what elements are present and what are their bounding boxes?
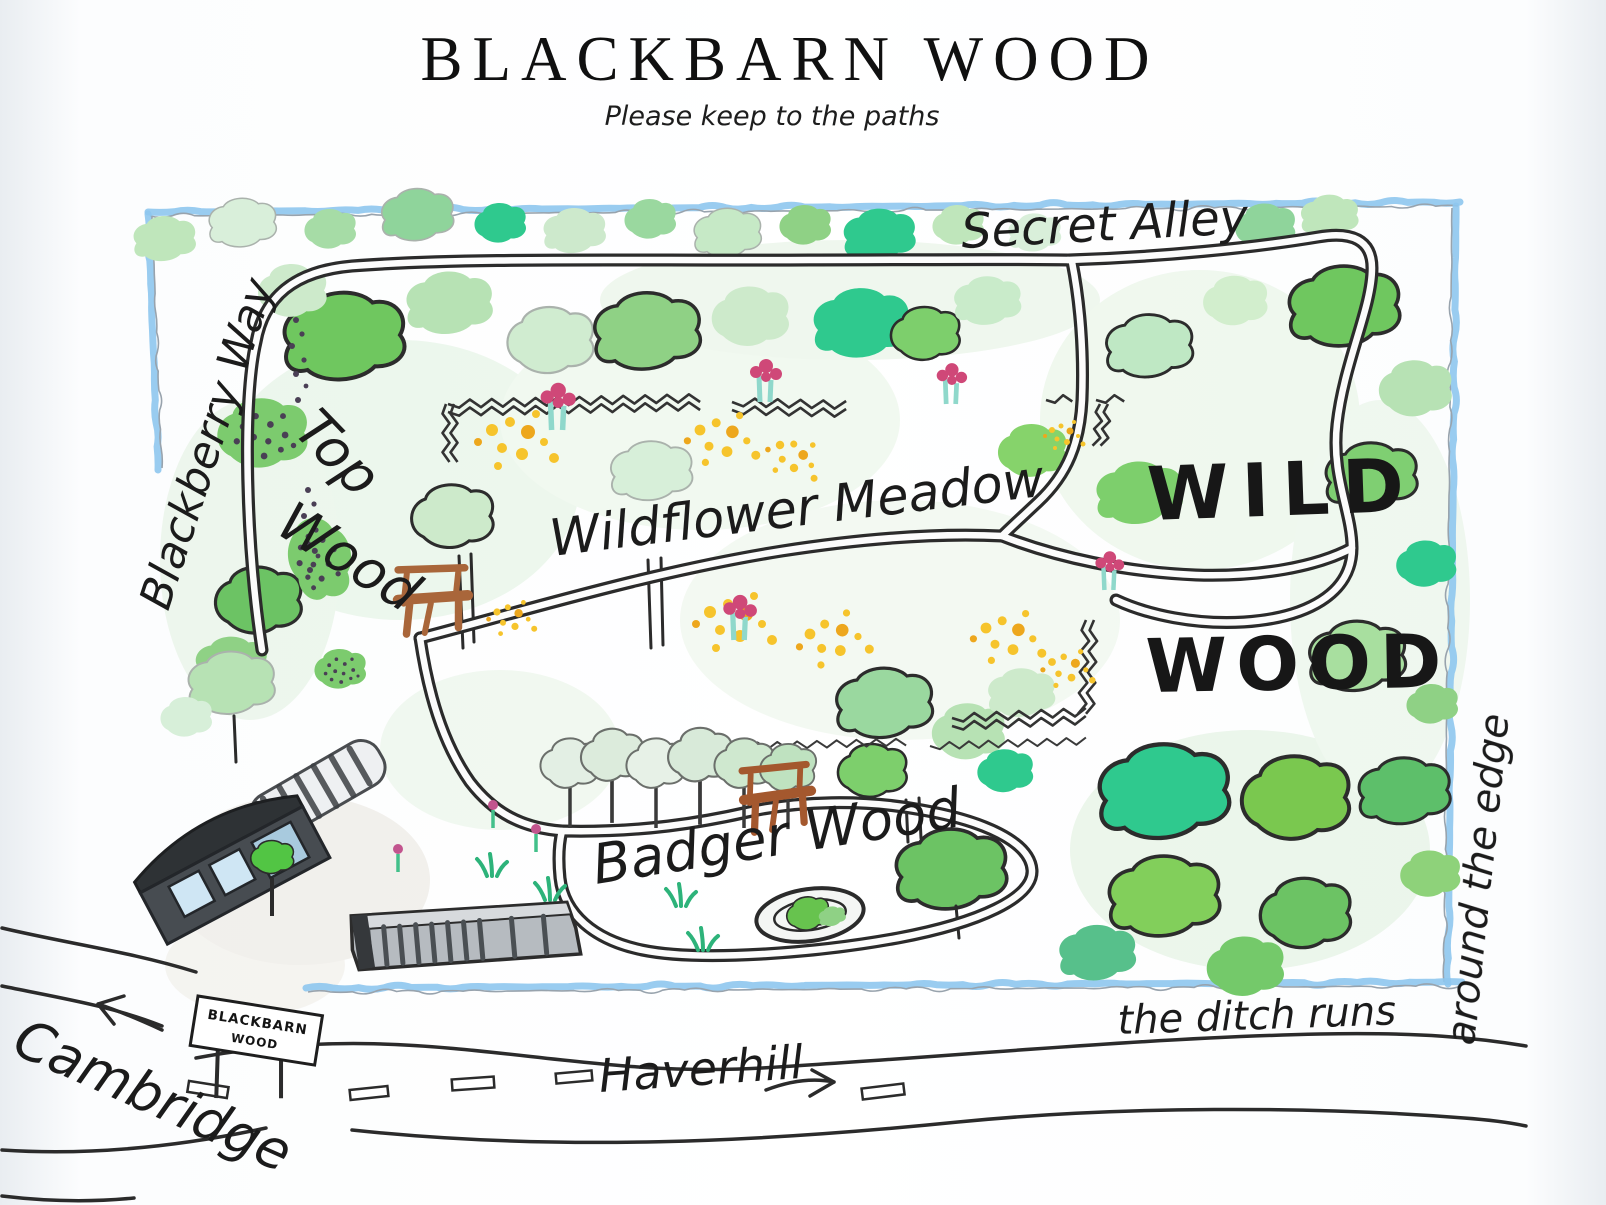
west-road-edge2: [0, 1194, 136, 1203]
label-wood: WOOD: [1145, 619, 1451, 710]
hedge: [447, 401, 701, 417]
courtyard-tree: [249, 839, 295, 916]
hedge: [731, 405, 847, 418]
visitor-barn: [132, 794, 332, 947]
road-dash: [860, 1082, 906, 1101]
sign-board: [188, 994, 325, 1067]
hedge: [731, 397, 847, 410]
hedge: [441, 403, 451, 463]
entrance-sign: BLACKBARN WOOD: [188, 994, 325, 1099]
west-road-upper: [0, 926, 198, 974]
sign-leg: [279, 1059, 284, 1099]
road-dash: [450, 1075, 496, 1092]
hedge: [1045, 393, 1074, 405]
hedge: [951, 714, 1087, 731]
tree-trunk: [232, 714, 238, 764]
hedge: [449, 403, 459, 463]
hedge: [951, 706, 1087, 723]
west-road-lower: [0, 984, 164, 1028]
hedge: [1099, 403, 1112, 447]
main-road-upper: [194, 1031, 1528, 1072]
ditch-right: [1443, 202, 1460, 988]
badger-pond: [754, 886, 866, 944]
haverhill-arrow: [764, 1068, 836, 1098]
page-title: BLACKBARN WOOD: [420, 24, 1159, 94]
ditch-right-line: [1441, 207, 1454, 983]
hedge: [1095, 393, 1125, 405]
hedge: [1085, 619, 1099, 715]
roads: [0, 926, 1528, 1203]
header: BLACKBARN WOOD Please keep to the paths: [420, 24, 1159, 132]
cambridge-arrow: [96, 994, 164, 1032]
hedge: [929, 736, 1087, 751]
log-pile-end: [351, 914, 376, 970]
log-pile: [349, 900, 583, 972]
page-subtitle: Please keep to the paths: [605, 101, 940, 132]
road-dash: [348, 1084, 390, 1102]
sign-leg: [214, 1049, 220, 1099]
road-dash: [554, 1069, 594, 1085]
barn-roof: [132, 794, 305, 895]
west-road-edge: [0, 1126, 268, 1154]
hedge: [1077, 619, 1091, 715]
main-road-lower: [350, 1107, 1528, 1145]
barn-window: [207, 847, 257, 897]
hedge: [1091, 403, 1104, 447]
label-wild: WILD: [1146, 443, 1419, 538]
barn-window: [166, 869, 217, 919]
label-ditch-note-h: the ditch runs: [1117, 988, 1397, 1044]
